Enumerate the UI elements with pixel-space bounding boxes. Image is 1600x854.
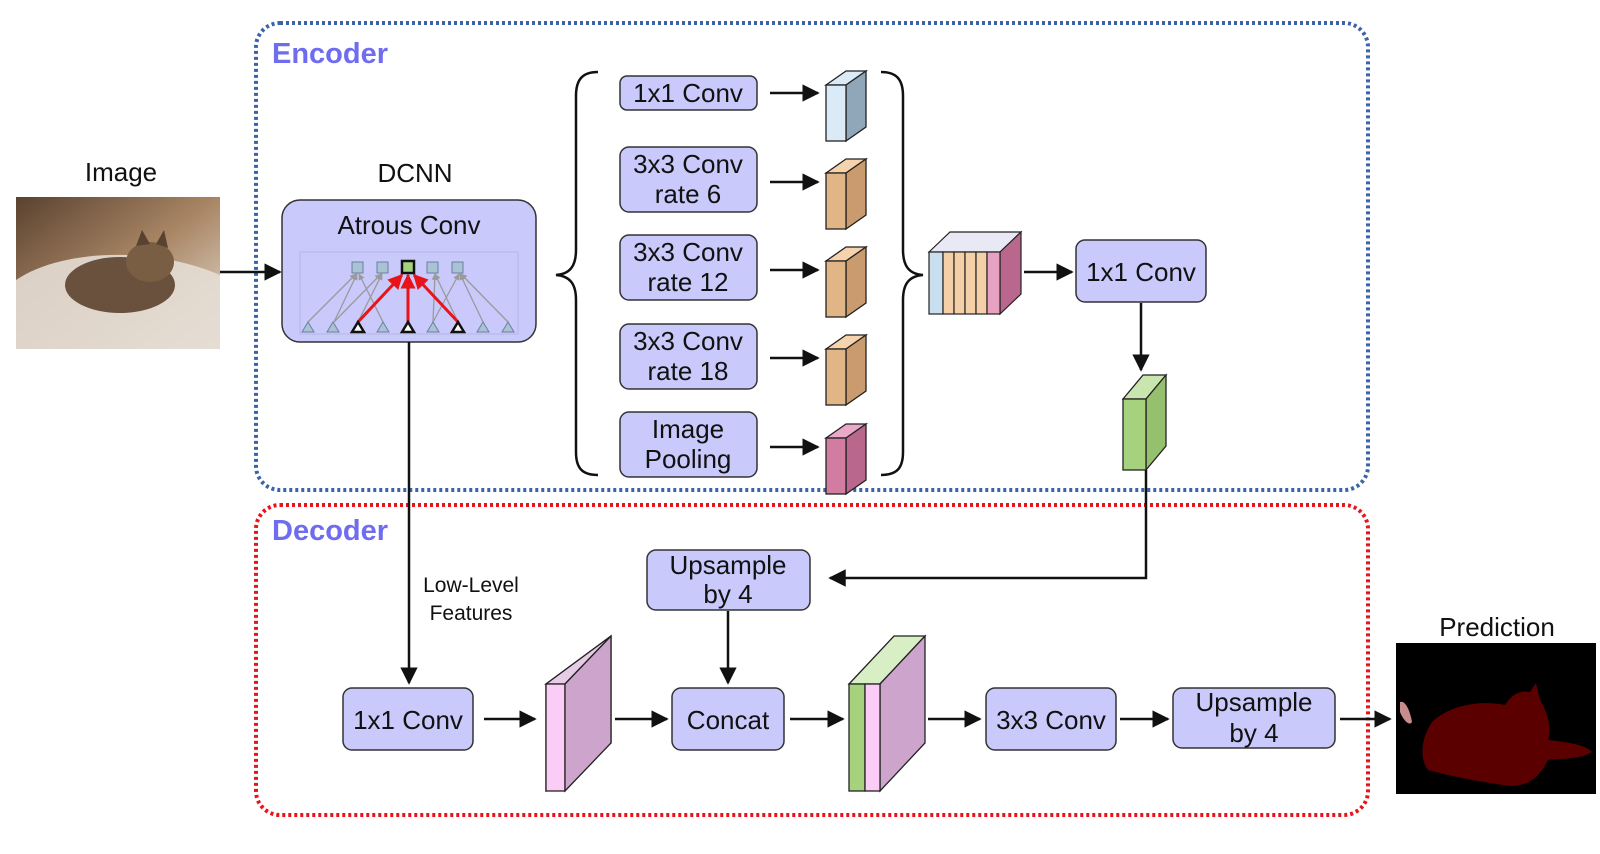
decoder-upsample-bottom-box xyxy=(1172,687,1336,749)
aspp-box-1x1-conv xyxy=(619,75,758,111)
atrous-conv-label: Atrous Conv xyxy=(337,210,480,240)
aspp-label-rate-18-line1: 3x3 Conv xyxy=(633,326,743,356)
decoder-concat-box xyxy=(671,687,785,751)
feature-map-1x1 xyxy=(823,69,869,143)
decoder-upsample-bottom-line2: by 4 xyxy=(1229,718,1278,748)
aspp-label-image-pooling-line2: Pooling xyxy=(645,444,732,474)
decoder-3x3-conv-box xyxy=(985,687,1117,751)
aspp-arrows xyxy=(770,84,820,456)
decoder-upsample-top-line2: by 4 xyxy=(703,579,752,609)
aspp-label-rate-6-line2: rate 6 xyxy=(655,179,722,209)
decoder-frame xyxy=(254,503,1370,817)
encoder-frame xyxy=(254,21,1370,492)
encoder-1x1-conv-label: 1x1 Conv xyxy=(1086,257,1196,287)
dcnn-label: DCNN xyxy=(377,158,452,188)
decoder-concat-label: Concat xyxy=(687,705,770,735)
image-label: Image xyxy=(85,157,157,187)
prediction-segmentation-mask xyxy=(1396,643,1596,794)
aspp-label-rate-6-line1: 3x3 Conv xyxy=(633,149,743,179)
input-cat-image xyxy=(16,197,220,349)
aspp-label-rate-12-line2: rate 12 xyxy=(648,267,729,297)
low-level-features-label-line2: Features xyxy=(430,602,513,625)
low-level-features-label-line1: Low-Level xyxy=(423,574,519,597)
feature-map-image-pooling xyxy=(823,422,869,496)
aspp-box-rate-12 xyxy=(619,234,758,301)
encoder-1x1-conv-box xyxy=(1075,239,1207,303)
decoder-title: Decoder xyxy=(272,515,388,547)
concatenated-aspp-features xyxy=(927,230,1023,316)
feature-map-rate-18 xyxy=(823,333,869,407)
decoder-3x3-conv-label: 3x3 Conv xyxy=(996,705,1106,735)
prediction-label: Prediction xyxy=(1439,612,1555,642)
aspp-label-rate-18-line2: rate 18 xyxy=(648,356,729,386)
decoder-upsample-bottom-line1: Upsample xyxy=(1195,687,1312,717)
atrous-conv-illustration xyxy=(299,251,519,335)
decoder-1x1-conv-box xyxy=(342,687,474,751)
aspp-label-rate-12-line1: 3x3 Conv xyxy=(633,237,743,267)
feature-map-rate-12 xyxy=(823,245,869,319)
aspp-box-rate-18 xyxy=(619,323,758,390)
aspp-box-image-pooling xyxy=(619,411,758,478)
decoder-upsample-top-box xyxy=(646,549,811,611)
aspp-label-1x1-conv: 1x1 Conv xyxy=(633,78,743,108)
feature-map-rate-6 xyxy=(823,157,869,231)
concatenated-decoder-features xyxy=(847,634,927,793)
encoder-output-feature xyxy=(1121,373,1168,472)
aspp-left-brace xyxy=(555,70,599,477)
decoder-upsample-top-line1: Upsample xyxy=(669,550,786,580)
decoder-1x1-conv-label: 1x1 Conv xyxy=(353,705,463,735)
arrow-encoder-to-upsample xyxy=(828,470,1148,587)
encoder-title: Encoder xyxy=(272,38,388,70)
aspp-label-image-pooling-line1: Image xyxy=(652,414,724,444)
aspp-box-rate-6 xyxy=(619,146,758,213)
aspp-right-brace xyxy=(880,70,924,477)
low-level-feature-map xyxy=(544,634,612,793)
